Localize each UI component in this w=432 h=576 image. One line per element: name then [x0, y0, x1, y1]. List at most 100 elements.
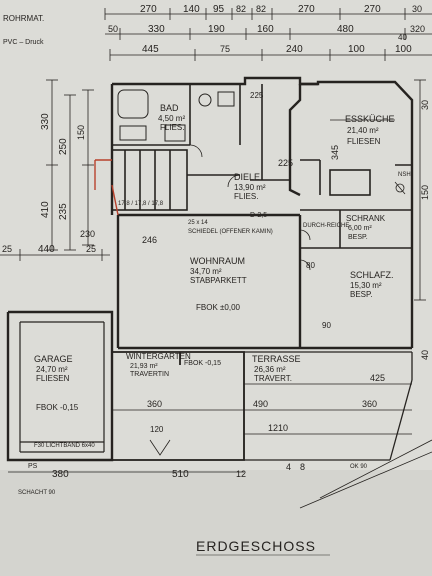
corner-note-rohrmat: ROHRMAT.: [3, 14, 44, 23]
third-dim-1: 445: [142, 44, 159, 55]
room-floor-diele: FLIES.: [234, 192, 258, 201]
drawing-title: ERDGESCHOSS: [196, 538, 316, 554]
second-dim-4: 160: [257, 24, 274, 35]
right-dim-1: 30: [420, 100, 430, 110]
third-dim-3: 240: [286, 44, 303, 55]
room-name-wohnraum: WOHNRAUM: [190, 256, 245, 266]
dim-225-b: 225: [250, 91, 264, 100]
label-schacht: SCHACHT 90: [18, 490, 56, 496]
left-dim-25b: 25: [86, 244, 96, 254]
room-name-esskueche: ESSKÜCHE: [345, 114, 395, 124]
right-dim-3: 40: [420, 350, 430, 360]
left-dim-440: 440: [38, 244, 55, 255]
bottom-dim-4: 4: [286, 462, 291, 472]
interior-walls: [111, 84, 412, 249]
second-dim-2: 330: [148, 24, 165, 35]
second-dim-7: 320: [410, 24, 425, 34]
bottom-dim-380: 380: [52, 469, 69, 480]
second-dim-6: 40: [398, 33, 407, 42]
top-dim-7: 270: [364, 4, 381, 15]
left-dim-150: 150: [76, 125, 86, 140]
label-durchreiche: DURCH-REICHE: [303, 223, 349, 229]
exterior-walls: [110, 76, 414, 350]
room-name-schlafz: SCHLAFZ.: [350, 270, 394, 280]
dim-80: 80: [306, 261, 315, 270]
door-swings: [149, 144, 311, 456]
label-kamin: SCHIEDEL (OFFENER KAMIN): [188, 229, 273, 235]
room-area-schlafz: 15,30 m²: [350, 281, 382, 290]
bottom-dim-8: 8: [300, 462, 305, 472]
label-fbok-2: FBOK -0,15: [36, 403, 79, 412]
top-dim-8: 30: [412, 4, 422, 14]
dim-360-b: 360: [362, 399, 377, 409]
room-floor-schrank: BESP.: [348, 234, 368, 241]
kitchen-details: [330, 119, 406, 195]
left-dim-25: 25: [2, 244, 12, 254]
dim-230: 230: [80, 229, 95, 239]
left-dim-235: 235: [58, 203, 69, 220]
second-dim-3: 190: [208, 24, 225, 35]
dim-490: 490: [253, 399, 268, 409]
room-area-bad: 4,50 m²: [158, 114, 185, 123]
room-floor-esskueche: FLIESEN: [347, 137, 381, 146]
room-area-diele: 13,90 m²: [234, 183, 266, 192]
left-dim-410: 410: [40, 201, 51, 218]
room-floor-terrasse: TRAVERT.: [254, 374, 292, 383]
left-dim-250: 250: [58, 138, 69, 155]
room-floor-wohnraum: STABPARKETT: [190, 276, 247, 285]
label-fbok-1: FBOK ±0,00: [196, 303, 241, 312]
top-dim-1: 270: [140, 4, 157, 15]
room-name-bad: BAD: [160, 103, 179, 113]
red-corrections: [94, 159, 119, 216]
second-dim-5: 480: [337, 24, 354, 35]
dim-425: 425: [370, 373, 385, 383]
top-dim-5: 82: [256, 4, 266, 14]
corner-note-pvc: PVC – Druck: [3, 39, 44, 46]
label-dim-d: D-2,5: [250, 212, 267, 219]
left-dimension-chain: [0, 79, 110, 261]
room-area-esskueche: 21,40 m²: [347, 126, 379, 135]
room-area-terrasse: 26,36 m²: [254, 365, 286, 374]
label-ok: OK 90: [350, 464, 368, 470]
label-fbok-3: FBOK -0,15: [184, 360, 221, 367]
room-floor-schlafz: BESP.: [350, 290, 373, 299]
left-dim-330: 330: [40, 113, 51, 130]
label-stufen: 17,8 / 17,8 / 17,8: [118, 201, 164, 207]
lower-dimensions: [8, 383, 412, 473]
dim-120: 120: [150, 425, 164, 434]
room-floor-bad: FLIES.: [160, 123, 184, 132]
third-dim-4: 100: [348, 44, 365, 55]
label-lichtband: F30 LICHTBAND 6x40: [34, 443, 95, 449]
room-area-garage: 24,70 m²: [36, 365, 68, 374]
dim-345: 345: [330, 145, 340, 160]
bath-fixtures: [117, 89, 235, 142]
room-area-schrank: 6,00 m²: [348, 225, 372, 232]
room-name-wintergarten: WINTERGARTEN: [126, 352, 191, 361]
terrace-outline: [243, 351, 413, 461]
room-name-schrank: SCHRANK: [346, 214, 386, 223]
top-dim-6: 270: [298, 4, 315, 15]
top-dimension-chain: [104, 8, 432, 61]
room-name-diele: DIELE: [234, 172, 260, 182]
dim-246: 246: [142, 235, 157, 245]
right-dimension-chain: [414, 79, 426, 301]
right-dim-2: 150: [420, 185, 430, 200]
property-lines: [299, 439, 432, 509]
room-area-wohnraum: 34,70 m²: [190, 267, 222, 276]
top-dim-4: 82: [236, 4, 246, 14]
room-area-wintergarten: 21,93 m²: [130, 363, 158, 370]
top-dim-3: 95: [213, 4, 225, 15]
room-name-garage: GARAGE: [34, 354, 73, 364]
dim-225-a: 225: [278, 158, 293, 168]
room-floor-wintergarten: TRAVERTIN: [130, 371, 169, 378]
top-dim-2: 140: [183, 4, 200, 15]
garage-inner: [19, 321, 105, 453]
dim-360-a: 360: [147, 399, 162, 409]
third-dim-5: 100: [395, 44, 412, 55]
label-kamin-size: 25 x 14: [188, 220, 208, 226]
third-dim-2: 75: [220, 44, 230, 54]
second-dim-1: 50: [108, 24, 118, 34]
bottom-dim-12: 12: [236, 469, 246, 479]
room-floor-garage: FLIESEN: [36, 374, 70, 383]
